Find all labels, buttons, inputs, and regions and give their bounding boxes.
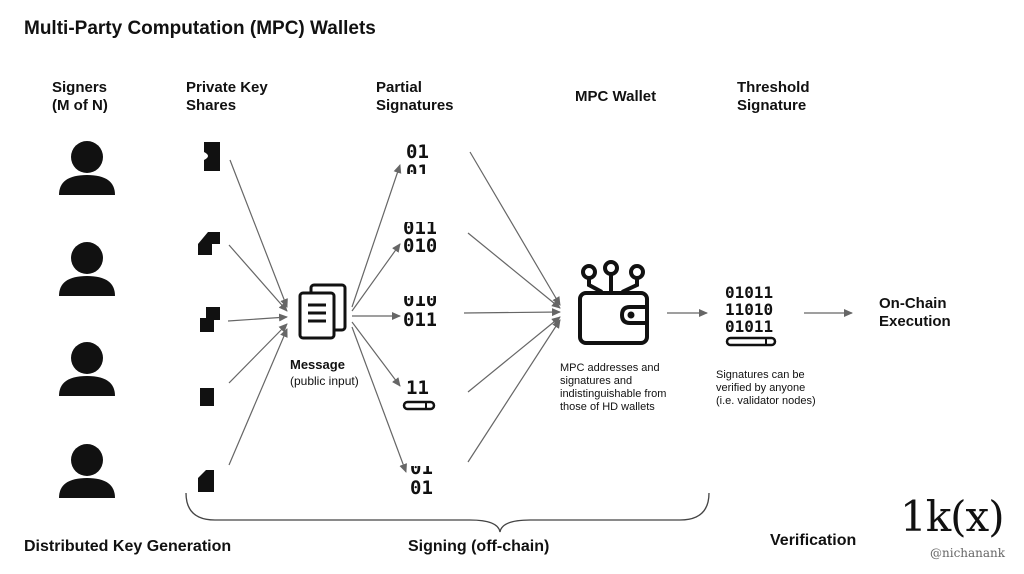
arrows-shares-to-message bbox=[227, 159, 288, 466]
author-handle: @nichanank bbox=[930, 546, 1006, 560]
verify-note-line: Signatures can be bbox=[716, 369, 805, 381]
shares-header-line1: Private Key bbox=[186, 79, 268, 96]
message-label: Message bbox=[290, 357, 345, 372]
key-share-icon-1 bbox=[204, 142, 220, 171]
signer-icon-4 bbox=[59, 444, 115, 498]
threshold-bits-row-2: 11010 bbox=[725, 300, 773, 319]
partial-signature-fragment: 01 bbox=[406, 161, 429, 183]
wallet-header: MPC Wallet bbox=[575, 88, 656, 106]
partial-signature-fragment: 01 bbox=[410, 457, 433, 479]
arrows-message-to-partials bbox=[351, 164, 407, 473]
threshold-header-line2: Signature bbox=[737, 97, 807, 114]
key-share-icon-4 bbox=[200, 388, 214, 406]
pen-icon-threshold bbox=[725, 336, 777, 347]
brand-logo: 1k(x) bbox=[900, 492, 1005, 541]
key-share-icon-3 bbox=[200, 307, 220, 332]
partial-signature-fragment: 01 bbox=[406, 141, 429, 163]
signer-icon-3 bbox=[59, 342, 115, 396]
partial-header-line1: Partial bbox=[376, 79, 422, 96]
wallet-note-line: signatures and bbox=[560, 375, 633, 387]
arrows-partials-to-wallet bbox=[463, 151, 561, 463]
phase-signing-label: Signing (off-chain) bbox=[408, 538, 550, 555]
phase-dkg-label: Distributed Key Generation bbox=[24, 538, 232, 555]
signers-header: Signers (M of N) bbox=[52, 79, 108, 115]
signer-icon-2 bbox=[59, 242, 115, 296]
on-chain-execution-label: On-Chain Execution bbox=[879, 295, 951, 331]
signers-header-line2: (M of N) bbox=[52, 97, 108, 114]
message-sublabel: (public input) bbox=[290, 374, 359, 388]
threshold-header-line1: Threshold bbox=[737, 79, 810, 96]
wallet-note-line: indistinguishable from bbox=[560, 388, 667, 400]
diagram-title: Multi-Party Computation (MPC) Wallets bbox=[24, 18, 376, 39]
wallet-note-line: MPC addresses and bbox=[560, 362, 660, 374]
execution-line2: Execution bbox=[879, 313, 951, 330]
phase-verification-label: Verification bbox=[770, 532, 857, 549]
threshold-header: Threshold Signature bbox=[737, 79, 810, 115]
shares-header: Private Key Shares bbox=[186, 79, 268, 115]
partial-signature-fragment: 11 bbox=[406, 377, 429, 399]
verify-note: Signatures can be verified by anyone (i.… bbox=[716, 369, 816, 408]
threshold-bits-row-1: 01011 bbox=[725, 283, 773, 302]
execution-line1: On-Chain bbox=[879, 295, 947, 312]
wallet-note-line: those of HD wallets bbox=[560, 401, 655, 413]
partial-signature-fragment: 011 bbox=[403, 217, 437, 239]
partial-header: Partial Signatures bbox=[376, 79, 454, 115]
mpc-wallet-icon bbox=[578, 260, 649, 345]
key-share-icon-5 bbox=[198, 470, 214, 492]
verify-note-line: verified by anyone bbox=[716, 382, 806, 394]
signing-brace bbox=[185, 492, 710, 533]
signers-header-line1: Signers bbox=[52, 79, 108, 96]
threshold-bits-row-3: 01011 bbox=[725, 317, 773, 336]
signer-icon-1 bbox=[59, 141, 115, 195]
partial-signature-fragment: 010 bbox=[403, 289, 437, 311]
pen-icon-partial bbox=[402, 400, 436, 411]
wallet-header-line1: MPC Wallet bbox=[575, 88, 657, 105]
partial-signature-fragment: 010 bbox=[403, 235, 437, 257]
shares-header-line2: Shares bbox=[186, 97, 237, 114]
partial-signature-fragment: 01 bbox=[410, 477, 433, 499]
partial-signature-fragment: 011 bbox=[403, 309, 437, 331]
verify-note-line: (i.e. validator nodes) bbox=[716, 395, 816, 407]
key-share-icon-2 bbox=[198, 232, 220, 255]
message-document-icon bbox=[298, 283, 347, 340]
wallet-note: MPC addresses and signatures and indisti… bbox=[560, 362, 666, 414]
partial-header-line2: Signatures bbox=[376, 97, 454, 114]
